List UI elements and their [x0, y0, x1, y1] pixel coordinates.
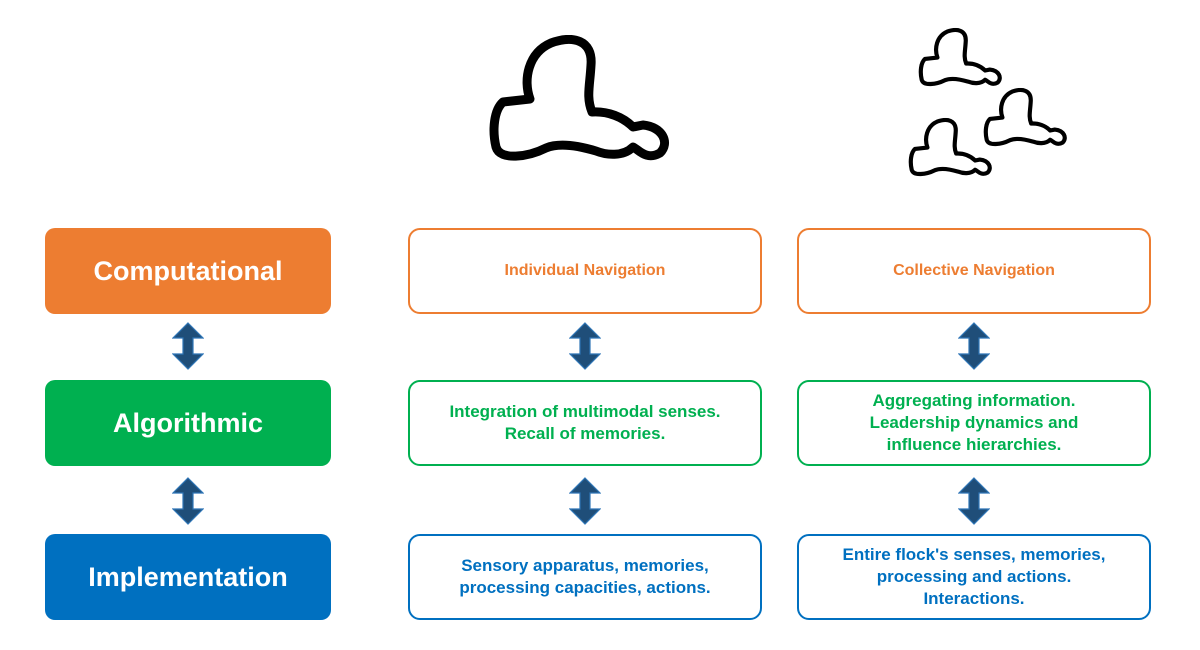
box-line: Interactions.	[923, 589, 1025, 608]
level-implementation: Implementation	[45, 534, 331, 620]
flock-bird-icon	[983, 85, 1071, 151]
flock-bird-icon	[908, 115, 996, 181]
double-arrow-icon	[569, 477, 601, 525]
double-arrow-icon	[172, 477, 204, 525]
box-line: Leadership dynamics and	[869, 413, 1079, 432]
box-line: processing capacities, actions.	[459, 578, 711, 597]
box-line: Sensory apparatus, memories,	[461, 556, 709, 575]
double-arrow-icon	[172, 322, 204, 370]
box-line: processing and actions.	[876, 567, 1072, 586]
collective-algorithmic-box: Aggregating information. Leadership dyna…	[797, 380, 1151, 466]
flock-bird-icon	[918, 25, 1006, 91]
individual-computational-text: Individual Navigation	[504, 262, 666, 279]
box-line: Entire flock's senses, memories,	[842, 545, 1106, 564]
bird-outline-icon	[488, 30, 678, 170]
double-arrow-icon	[569, 322, 601, 370]
individual-computational-box: Individual Navigation	[408, 228, 762, 314]
collective-computational-text: Collective Navigation	[893, 262, 1055, 279]
level-computational: Computational	[45, 228, 331, 314]
box-line: Integration of multimodal senses.	[449, 402, 721, 421]
box-line: Recall of memories.	[504, 424, 666, 443]
double-arrow-icon	[958, 322, 990, 370]
collective-implementation-box: Entire flock's senses, memories, process…	[797, 534, 1151, 620]
individual-algorithmic-box: Integration of multimodal senses. Recall…	[408, 380, 762, 466]
level-algorithmic: Algorithmic	[45, 380, 331, 466]
collective-computational-box: Collective Navigation	[797, 228, 1151, 314]
individual-implementation-box: Sensory apparatus, memories, processing …	[408, 534, 762, 620]
double-arrow-icon	[958, 477, 990, 525]
box-line: Aggregating information.	[872, 391, 1076, 410]
box-line: influence hierarchies.	[886, 435, 1062, 454]
